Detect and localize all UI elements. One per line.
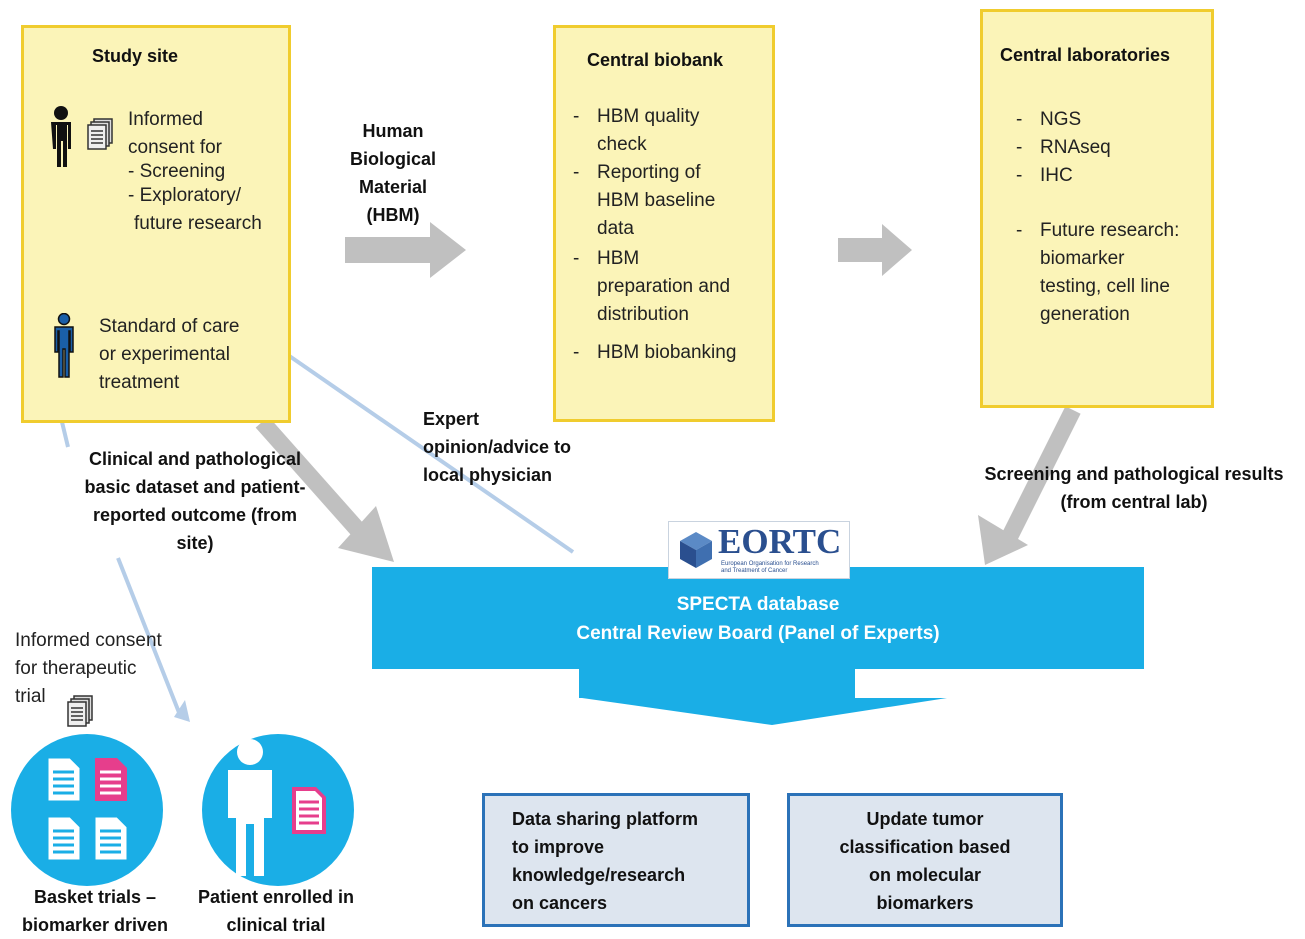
central-labs-title: Central laboratories: [1000, 45, 1171, 65]
consent-item: - Screening: [128, 161, 226, 182]
outcome1-line: on cancers: [512, 893, 608, 913]
treatment-line: treatment: [99, 372, 180, 393]
eortc-logo-text: EORTC: [718, 522, 842, 561]
treatment-line: Standard of care: [99, 316, 240, 337]
expert-advice-arrow: [270, 342, 575, 554]
patient-label-line: clinical trial: [226, 915, 326, 935]
clinical-label-line: Clinical and pathological: [88, 449, 302, 469]
labs-to-specta-arrow: [1000, 406, 1081, 544]
consent-item: - Exploratory/: [128, 185, 241, 206]
hbm-arrow: [345, 222, 466, 278]
specta-text: SPECTA database Central Review Board (Pa…: [372, 590, 1144, 648]
eortc-logo-sub: European Organisation for Research and T…: [721, 561, 819, 574]
consent-text: Informed consent for: [128, 106, 222, 162]
therapeutic-consent-line: trial: [15, 686, 46, 707]
person-icon: [51, 106, 71, 167]
outcome2-line: biomarkers: [876, 893, 974, 913]
hbm-label: Human Biological Material (HBM): [333, 117, 453, 229]
consent-line: consent for: [128, 137, 222, 158]
central-labs-box: [980, 9, 1214, 408]
screening-label-line: (from central lab): [1060, 492, 1208, 512]
expert-label-line: Expert: [423, 409, 480, 429]
specta-title: SPECTA database: [676, 594, 840, 615]
clinical-label-line: site): [176, 533, 214, 553]
outcome2-line: Update tumor: [866, 809, 984, 829]
outcome1-line: to improve: [512, 837, 605, 857]
hbm-label-line: Biological: [349, 149, 436, 169]
treatment-line: or experimental: [99, 344, 230, 365]
outcome1-line: Data sharing platform: [512, 809, 699, 829]
basket-label-line: biomarker driven: [21, 915, 169, 935]
eortc-cube-icon: [680, 532, 712, 568]
hbm-label-line: (HBM): [366, 205, 420, 225]
outcome1-line: knowledge/research: [512, 865, 686, 885]
central-biobank-title: Central biobank: [587, 50, 724, 70]
outcome2-line: classification based: [839, 837, 1011, 857]
expert-label-line: opinion/advice to: [423, 437, 572, 457]
therapeutic-documents-icon: [67, 695, 93, 727]
hbm-label-line: Human: [362, 121, 424, 141]
central-labs-list: NGS RNAseq IHC Future research:biomarker…: [1014, 106, 1179, 329]
site-to-therapeutic-line-2: [116, 557, 182, 716]
treatment-text: Standard of care or experimental treatme…: [99, 313, 239, 397]
documents-icon: [87, 118, 113, 150]
basket-label-line: Basket trials –: [33, 887, 157, 907]
specta-subtitle: Central Review Board (Panel of Experts): [576, 623, 940, 644]
outcome2-line: on molecular: [868, 865, 982, 885]
screening-results-label: Screening and pathological results (from…: [966, 460, 1302, 516]
specta-down-arrow: [579, 669, 947, 725]
patient-circle: [202, 734, 354, 886]
patient-icon: [54, 313, 74, 378]
expert-label-line: local physician: [423, 465, 553, 485]
specta-banner: [372, 567, 1144, 669]
consent-line: Informed: [128, 109, 203, 130]
clinical-label-line: reported outcome (from: [92, 505, 297, 525]
consent-items: - Screening - Exploratory/ future resear…: [128, 160, 262, 240]
basket-trials-label: Basket trials – biomarker driven: [0, 883, 190, 939]
expert-advice-label: Expert opinion/advice to local physician: [423, 405, 571, 489]
study-site-title: Study site: [92, 46, 179, 66]
consent-item: future research: [134, 213, 262, 234]
biobank-item: HBM biobanking: [571, 339, 736, 367]
tumor-classification-box: Update tumor classification based on mol…: [787, 793, 1063, 927]
clinical-label-line: basic dataset and patient-: [84, 477, 306, 497]
eortc-logo: EORTC European Organisation for Research…: [668, 521, 850, 579]
patient-enrolled-label: Patient enrolled in clinical trial: [184, 883, 368, 939]
hbm-label-line: Material: [358, 177, 428, 197]
lab-item: RNAseq: [1014, 134, 1179, 162]
therapeutic-consent-line: for therapeutic: [15, 658, 137, 679]
clinical-dataset-label: Clinical and pathological basic dataset …: [62, 445, 328, 557]
lab-item: IHC: [1014, 162, 1179, 190]
biobank-to-labs-arrow: [838, 224, 912, 276]
patient-label-line: Patient enrolled in: [197, 887, 355, 907]
lab-item: NGS: [1014, 106, 1179, 134]
site-to-therapeutic-line-1: [60, 421, 70, 448]
therapeutic-consent-line: Informed consent: [15, 630, 162, 651]
screening-label-line: Screening and pathological results: [984, 464, 1284, 484]
therapeutic-consent-text: Informed consent for therapeutic trial: [15, 627, 162, 711]
basket-trials-circle: [11, 734, 163, 886]
site-to-specta-arrow: [255, 416, 372, 544]
data-sharing-box: Data sharing platform to improve knowled…: [482, 793, 750, 927]
